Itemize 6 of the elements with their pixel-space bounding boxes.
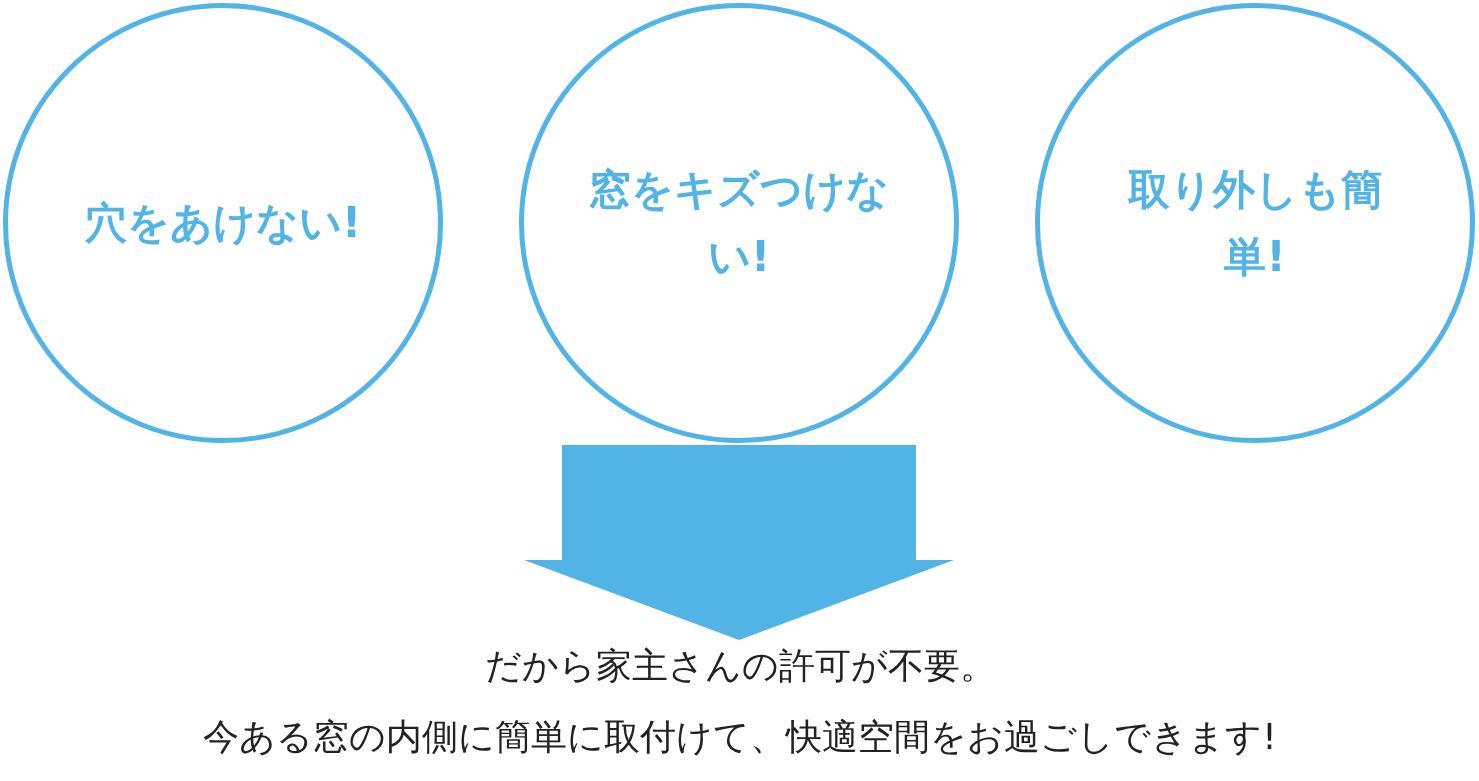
conclusion-text: だから家主さんの許可が不要。 [483,644,997,688]
conclusion-text: 今ある窓の内側に簡単に取付けて、快適空間をお過ごしできます! [202,715,1278,759]
feature-text: 穴をあけない! [83,197,363,250]
feature-text: 窓をキズつけない! [589,163,889,283]
block-arrow [524,445,954,640]
feature-text: 取り外しも簡単! [1126,163,1384,283]
